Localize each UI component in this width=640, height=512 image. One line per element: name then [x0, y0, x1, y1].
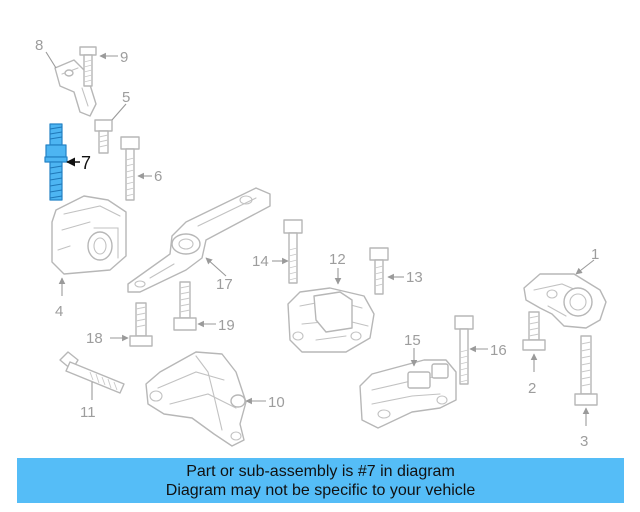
- info-banner: Part or sub-assembly is #7 in diagram Di…: [17, 458, 624, 503]
- callout-6: 6: [154, 168, 162, 185]
- torque-arm-part-17: [127, 187, 271, 293]
- callout-15: 15: [404, 332, 421, 349]
- bolt-part-3: [574, 335, 598, 406]
- bracket-part-15: [359, 359, 457, 429]
- bolt-part-6: [120, 136, 140, 201]
- banner-line-2: Diagram may not be specific to your vehi…: [165, 481, 476, 499]
- bolt-part-19: [173, 281, 197, 331]
- callout-18: 18: [86, 330, 103, 347]
- bolt-part-2: [522, 311, 546, 351]
- bolt-part-13: [369, 247, 389, 295]
- bracket-part-10: [145, 351, 247, 447]
- transmission-mount-part-1: [523, 273, 607, 329]
- callout-13: 13: [406, 269, 423, 286]
- callout-19: 19: [218, 317, 235, 334]
- callout-7: 7: [81, 153, 91, 173]
- parts-diagram: 8 9 5 6 7 4: [35, 37, 607, 450]
- callout-9: 9: [120, 49, 128, 66]
- callout-10: 10: [268, 394, 285, 411]
- transmission-mount-part-12: [287, 287, 375, 353]
- bolt-part-14: [283, 219, 303, 284]
- bolt-part-9: [79, 46, 97, 87]
- bolt-part-11: [59, 351, 125, 394]
- stud-part-7-highlighted: [44, 123, 68, 201]
- callout-17: 17: [216, 276, 233, 293]
- bolt-part-16: [454, 315, 474, 385]
- callout-5: 5: [122, 89, 130, 106]
- bolt-part-18: [129, 302, 153, 347]
- callout-1: 1: [591, 246, 599, 263]
- callout-16: 16: [490, 342, 507, 359]
- callout-11: 11: [80, 404, 96, 421]
- bolt-part-5: [94, 119, 113, 154]
- callout-12: 12: [329, 251, 346, 268]
- callout-3: 3: [580, 433, 588, 450]
- banner-line-1: Part or sub-assembly is #7 in diagram: [186, 462, 455, 480]
- callout-8: 8: [35, 37, 43, 54]
- callout-2: 2: [528, 380, 536, 397]
- callout-4: 4: [55, 303, 63, 320]
- engine-mount-part-4: [51, 195, 127, 275]
- callout-14: 14: [252, 253, 269, 270]
